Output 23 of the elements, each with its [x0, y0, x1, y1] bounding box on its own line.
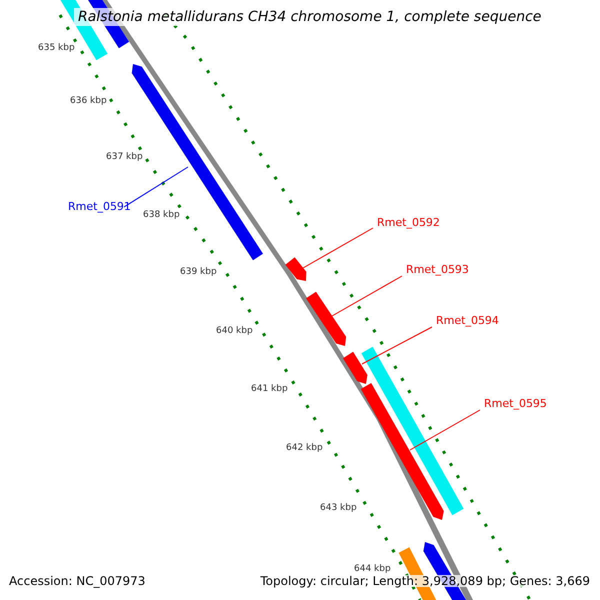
leader-line	[124, 166, 188, 208]
gene-label: Rmet_0595	[484, 398, 547, 409]
gene-feature-bar	[360, 383, 444, 520]
tick-label: 642 kbp	[286, 444, 323, 453]
gene-label: Rmet_0594	[436, 315, 499, 326]
tick-label: 638 kbp	[143, 211, 180, 220]
tick-label: 637 kbp	[106, 153, 143, 162]
tick-label: 644 kbp	[354, 565, 391, 574]
gene-label: Rmet_0591	[68, 201, 131, 212]
leader-line	[302, 228, 374, 268]
tick-label: 640 kbp	[216, 327, 253, 336]
leader-line	[332, 276, 402, 316]
tick-label: 641 kbp	[251, 385, 288, 394]
leader-line	[410, 410, 480, 450]
sequence-info-text: Topology: circular; Length: 3,928,089 bp; Genes: 3,669	[260, 575, 590, 587]
gene-feature-bar	[306, 292, 346, 346]
gene-label: Rmet_0592	[377, 217, 440, 228]
gene-label: Rmet_0593	[406, 264, 469, 275]
tick-label: 636 kbp	[70, 97, 107, 106]
gene-feature-bar	[342, 352, 368, 384]
tick-label: 635 kbp	[38, 44, 75, 53]
gene-feature-bar	[285, 257, 306, 281]
accession-text: Accession: NC_007973	[9, 575, 146, 587]
